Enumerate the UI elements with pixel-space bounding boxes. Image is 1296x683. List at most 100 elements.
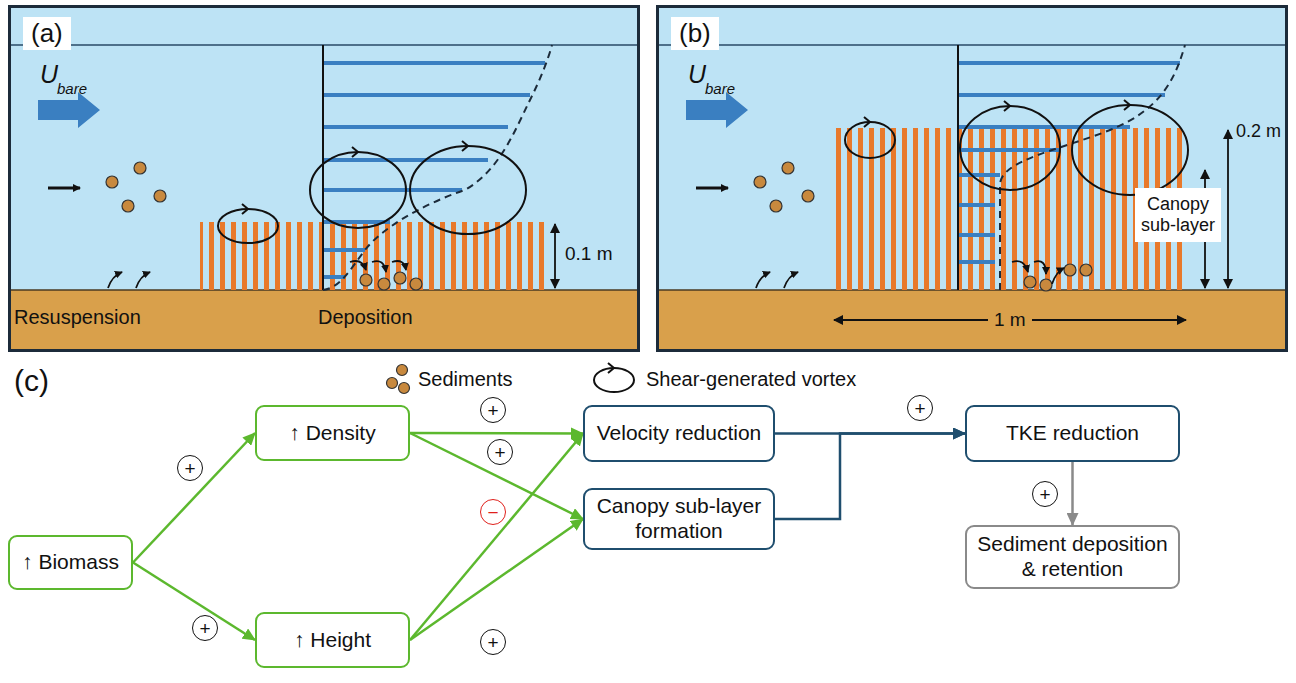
sign-label: + [480, 397, 506, 423]
dimension-label: 1 m [994, 309, 1026, 331]
sign-label: − [480, 499, 506, 525]
vortex [845, 100, 1188, 195]
box-label: Velocity reduction [597, 421, 762, 446]
water [656, 5, 1288, 352]
transport-arrow [696, 187, 728, 190]
velocity-bar [323, 158, 488, 162]
sediment-grain [399, 383, 410, 394]
sediment-grain [410, 278, 422, 290]
sediment-grain [106, 176, 118, 188]
velocity-symbol: U [688, 60, 706, 89]
vortex [1004, 101, 1010, 111]
sediment-grain [387, 378, 398, 389]
vortex [1124, 100, 1130, 110]
box-label: ↑ Density [289, 421, 375, 446]
sediment-grain [754, 162, 1092, 291]
sediment-grain [360, 274, 372, 286]
sign-label: + [487, 439, 513, 465]
panel-label: (b) [671, 17, 719, 50]
sediment-grain [106, 162, 422, 290]
legend-symbols [387, 363, 635, 394]
vortex [1072, 105, 1188, 195]
velocity-subscript: bare [57, 80, 87, 97]
sediment-path [784, 272, 798, 288]
sediment-grain [782, 162, 794, 174]
influence-arrow [133, 563, 255, 641]
sediment-grain [154, 190, 166, 202]
velocity-bar [958, 93, 1165, 97]
sediment-grain [378, 278, 390, 290]
sediment-bed [656, 290, 1288, 352]
process-label: Resuspension [14, 306, 141, 329]
velocity-bar [323, 188, 462, 192]
box-label: ↑ Height [294, 628, 371, 653]
height-dimension [554, 224, 556, 288]
influence-arrow [1071, 462, 1074, 525]
box-label: Sediment deposition & retention [975, 532, 1170, 582]
vortex [864, 117, 870, 127]
velocity-bar [323, 61, 545, 65]
vortex [960, 106, 1060, 190]
velocity-bar [958, 148, 1060, 152]
legend-text: Sediments [418, 367, 513, 391]
panel-label: (a) [23, 17, 71, 50]
vortex [218, 141, 526, 243]
vortex [608, 363, 614, 373]
driver-box: ↑ Density [255, 405, 410, 461]
sediment-grain [1024, 276, 1036, 288]
sediment-path [136, 272, 150, 288]
panel-frame: (a) [8, 5, 640, 352]
panel-a-art [8, 5, 640, 352]
velocity-bar [323, 93, 530, 97]
velocity-bar [958, 125, 1130, 129]
sediment-path [1052, 268, 1064, 284]
sign-label: + [177, 455, 203, 481]
sediment-grain [394, 272, 406, 284]
profile-axis [322, 45, 324, 290]
outcome-box: Sediment deposition & retention [965, 525, 1180, 589]
sediment-grain [397, 365, 408, 376]
sublayer-label-box: Canopy sub-layer [1135, 188, 1221, 242]
influence-arrow [410, 432, 583, 435]
sediment-grain [802, 190, 814, 202]
process-box: TKE reduction [965, 405, 1180, 462]
flow-arrow [38, 92, 100, 128]
legend-text: Shear-generated vortex [646, 367, 856, 391]
vortex [410, 146, 526, 234]
vortex [594, 368, 634, 392]
vortex [218, 209, 278, 243]
height-dimension [1227, 130, 1229, 288]
box-label: Canopy sub-layer [1140, 194, 1216, 235]
sediment-grain [1040, 279, 1052, 291]
process-label: Deposition [318, 306, 413, 329]
canopy [200, 222, 545, 290]
sediment-path [350, 261, 366, 270]
driver-box: ↑ Biomass [8, 535, 133, 590]
velocity-bar [323, 275, 345, 279]
velocity-profile [1000, 45, 1185, 290]
process-box: Velocity reduction [583, 405, 775, 462]
velocity-bar [958, 203, 995, 207]
panel-frame: (b) Canopy sub-layer [656, 5, 1288, 352]
panel-label: (c) [14, 364, 49, 399]
sediment-path [756, 261, 1064, 288]
vortex [352, 147, 358, 157]
transport-arrow [48, 187, 80, 190]
vortex [310, 152, 406, 228]
box-label: TKE reduction [1006, 421, 1139, 446]
sign-label: + [907, 395, 933, 421]
sediment-grain [134, 162, 146, 174]
velocity-bar [323, 125, 508, 129]
velocity-bar [958, 173, 1000, 177]
sediment-path [1034, 261, 1046, 274]
influence-arrow [775, 434, 965, 520]
water-surface [656, 44, 1288, 46]
box-label: ↑ Biomass [22, 550, 119, 575]
influence-arrow [410, 434, 583, 641]
velocity-bar [958, 61, 1180, 65]
velocity-profile [323, 45, 552, 290]
sediment-path [756, 272, 770, 288]
sediment-path [1012, 261, 1028, 272]
sediment-path [392, 261, 406, 270]
